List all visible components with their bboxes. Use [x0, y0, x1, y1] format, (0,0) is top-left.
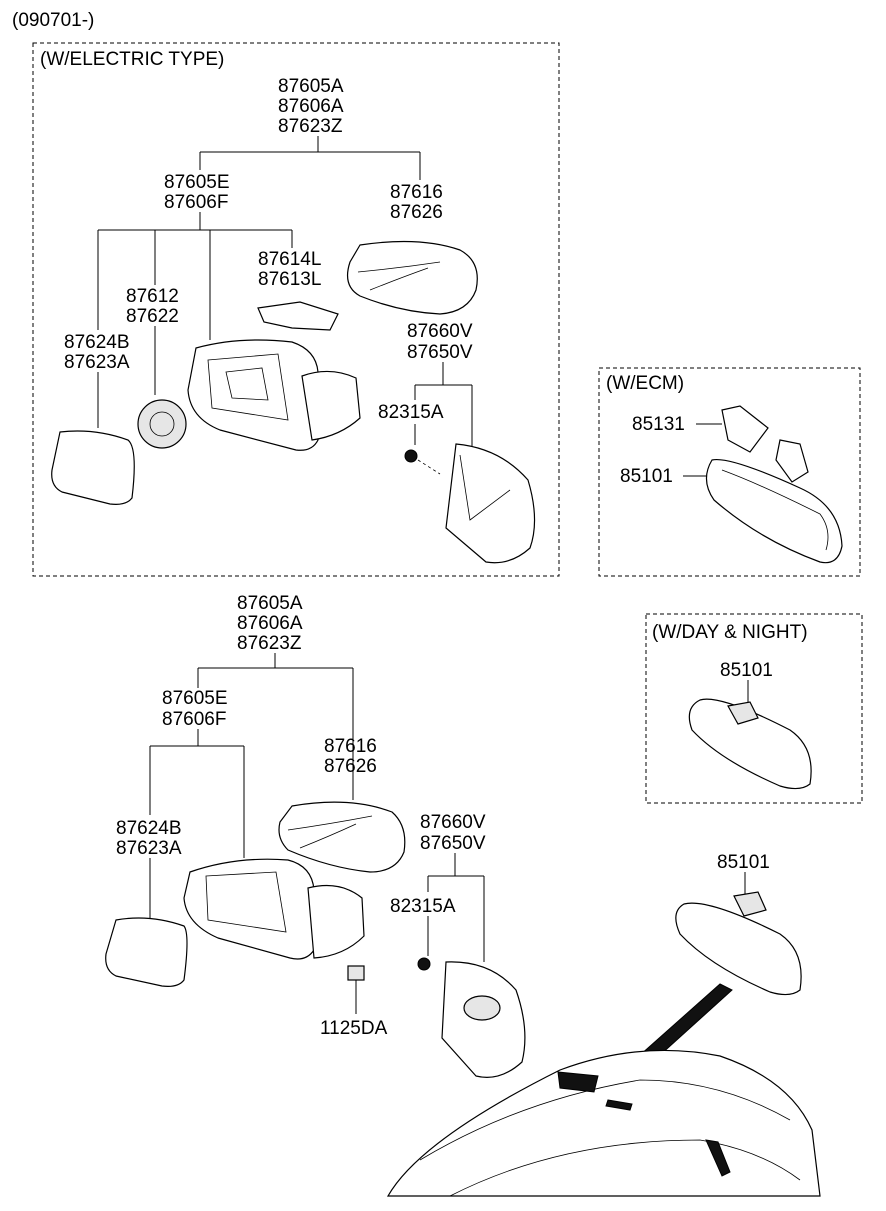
clip-guide	[417, 459, 441, 475]
label-manual-glass-1: 87624B	[116, 818, 182, 839]
leader-manual-assembly	[197, 653, 354, 800]
mirror-glass	[51, 430, 135, 505]
label-clip: 82315A	[378, 402, 444, 423]
actuator-motor-inner	[149, 411, 175, 437]
vehicle-sunroof-mark	[557, 1071, 599, 1093]
label-manual-assembly-3: 87623Z	[237, 633, 302, 654]
label-manual-assembly-2: 87606A	[237, 613, 303, 634]
actuator-motor	[137, 399, 187, 449]
label-inner-assembly-1: 87605E	[164, 172, 230, 193]
label-manual-assembly-1: 87605A	[237, 593, 303, 614]
electric-section-title: (W/ELECTRIC TYPE)	[40, 49, 224, 70]
manual-mirror-cover-detail	[287, 815, 373, 849]
label-glass-2: 87623A	[64, 352, 130, 373]
label-vehicle-mirror: 85101	[717, 852, 770, 873]
leader-manual-cap	[427, 853, 485, 962]
ecm-section-title: (W/ECM)	[606, 373, 684, 394]
manual-mirror-housing-detail	[205, 871, 287, 933]
label-inner-assembly-2: 87606F	[164, 192, 228, 213]
diagram-code: (090701-)	[12, 10, 94, 31]
label-manual-clip: 82315A	[390, 896, 456, 917]
manual-mirror-base	[307, 885, 365, 959]
manual-mirror-housing	[183, 858, 315, 960]
label-lamp-1: 87614L	[258, 249, 321, 270]
label-glass-1: 87624B	[64, 332, 130, 353]
day-night-section-frame	[645, 613, 863, 804]
electric-section-frame	[32, 42, 560, 577]
mirror-cover-detail	[357, 261, 441, 291]
label-manual-bolt: 1125DA	[320, 1018, 388, 1039]
label-manual-inner-1: 87605E	[162, 688, 228, 709]
ecm-rearview-mirror	[705, 458, 843, 564]
label-assembly-2: 87606A	[278, 96, 344, 117]
label-manual-cover-1: 87616	[324, 736, 377, 757]
label-ecm-mirror: 85101	[620, 466, 673, 487]
mirror-cover	[347, 240, 478, 315]
day-night-rearview-mirror	[688, 698, 812, 790]
side-lamp	[257, 301, 339, 331]
manual-mirror-glass	[105, 917, 188, 987]
label-actuator-2: 87622	[126, 306, 179, 327]
label-ecm-cover: 85131	[632, 414, 685, 435]
day-night-section: (W/DAY & NIGHT) 85101	[645, 613, 863, 804]
label-manual-cap-1: 87660V	[420, 812, 486, 833]
label-assembly-3: 87623Z	[278, 116, 343, 137]
label-day-night-mirror: 85101	[720, 660, 773, 681]
vehicle-mirror-mount	[733, 891, 767, 917]
label-assembly-1: 87605A	[278, 76, 344, 97]
label-lamp-2: 87613L	[258, 269, 321, 290]
manual-mirror-cover	[278, 801, 406, 873]
vehicle-rearview-mirror	[675, 902, 802, 996]
leader-assembly	[199, 136, 421, 180]
manual-clip	[417, 957, 431, 971]
vehicle-section: 85101	[386, 852, 821, 1197]
day-night-mirror-mount	[727, 701, 759, 725]
label-manual-inner-2: 87606F	[162, 709, 226, 730]
day-night-section-title: (W/DAY & NIGHT)	[652, 622, 808, 643]
label-manual-glass-2: 87623A	[116, 838, 182, 859]
label-cover-2: 87626	[390, 202, 443, 223]
vehicle-pillar-mark	[705, 1139, 731, 1177]
inner-cover-cap-detail	[459, 454, 511, 521]
leader-cap	[414, 362, 473, 455]
vehicle-body-lines	[419, 1079, 801, 1197]
ecm-mirror-detail	[721, 469, 829, 551]
label-cap-1: 87660V	[407, 321, 473, 342]
ecm-bracket	[775, 439, 809, 483]
clip	[404, 449, 418, 463]
ecm-mount-cover	[721, 405, 769, 453]
manual-type-section: 87605A 87606A 87623Z 87605E 87606F 87616…	[105, 593, 526, 1078]
vehicle-roof	[386, 1049, 821, 1197]
manual-bolt-head	[347, 965, 365, 981]
leader-inner-assembly	[97, 212, 293, 340]
inner-cover-cap	[445, 443, 536, 564]
leader-manual-inner	[149, 729, 245, 858]
manual-inner-cover-hole	[463, 995, 501, 1021]
mirror-base	[301, 370, 361, 441]
mirror-housing-detail	[207, 353, 289, 421]
ecm-section-frame	[598, 367, 861, 577]
label-manual-cap-2: 87650V	[420, 833, 486, 854]
ecm-section: (W/ECM) 85131 85101	[598, 367, 861, 577]
label-cap-2: 87650V	[407, 342, 473, 363]
vehicle-mirror-mark	[605, 1099, 633, 1111]
electric-type-section: (W/ELECTRIC TYPE) 87605A 87606A 87623Z 8…	[32, 42, 560, 577]
label-cover-1: 87616	[390, 182, 443, 203]
label-manual-cover-2: 87626	[324, 756, 377, 777]
label-actuator-1: 87612	[126, 286, 179, 307]
